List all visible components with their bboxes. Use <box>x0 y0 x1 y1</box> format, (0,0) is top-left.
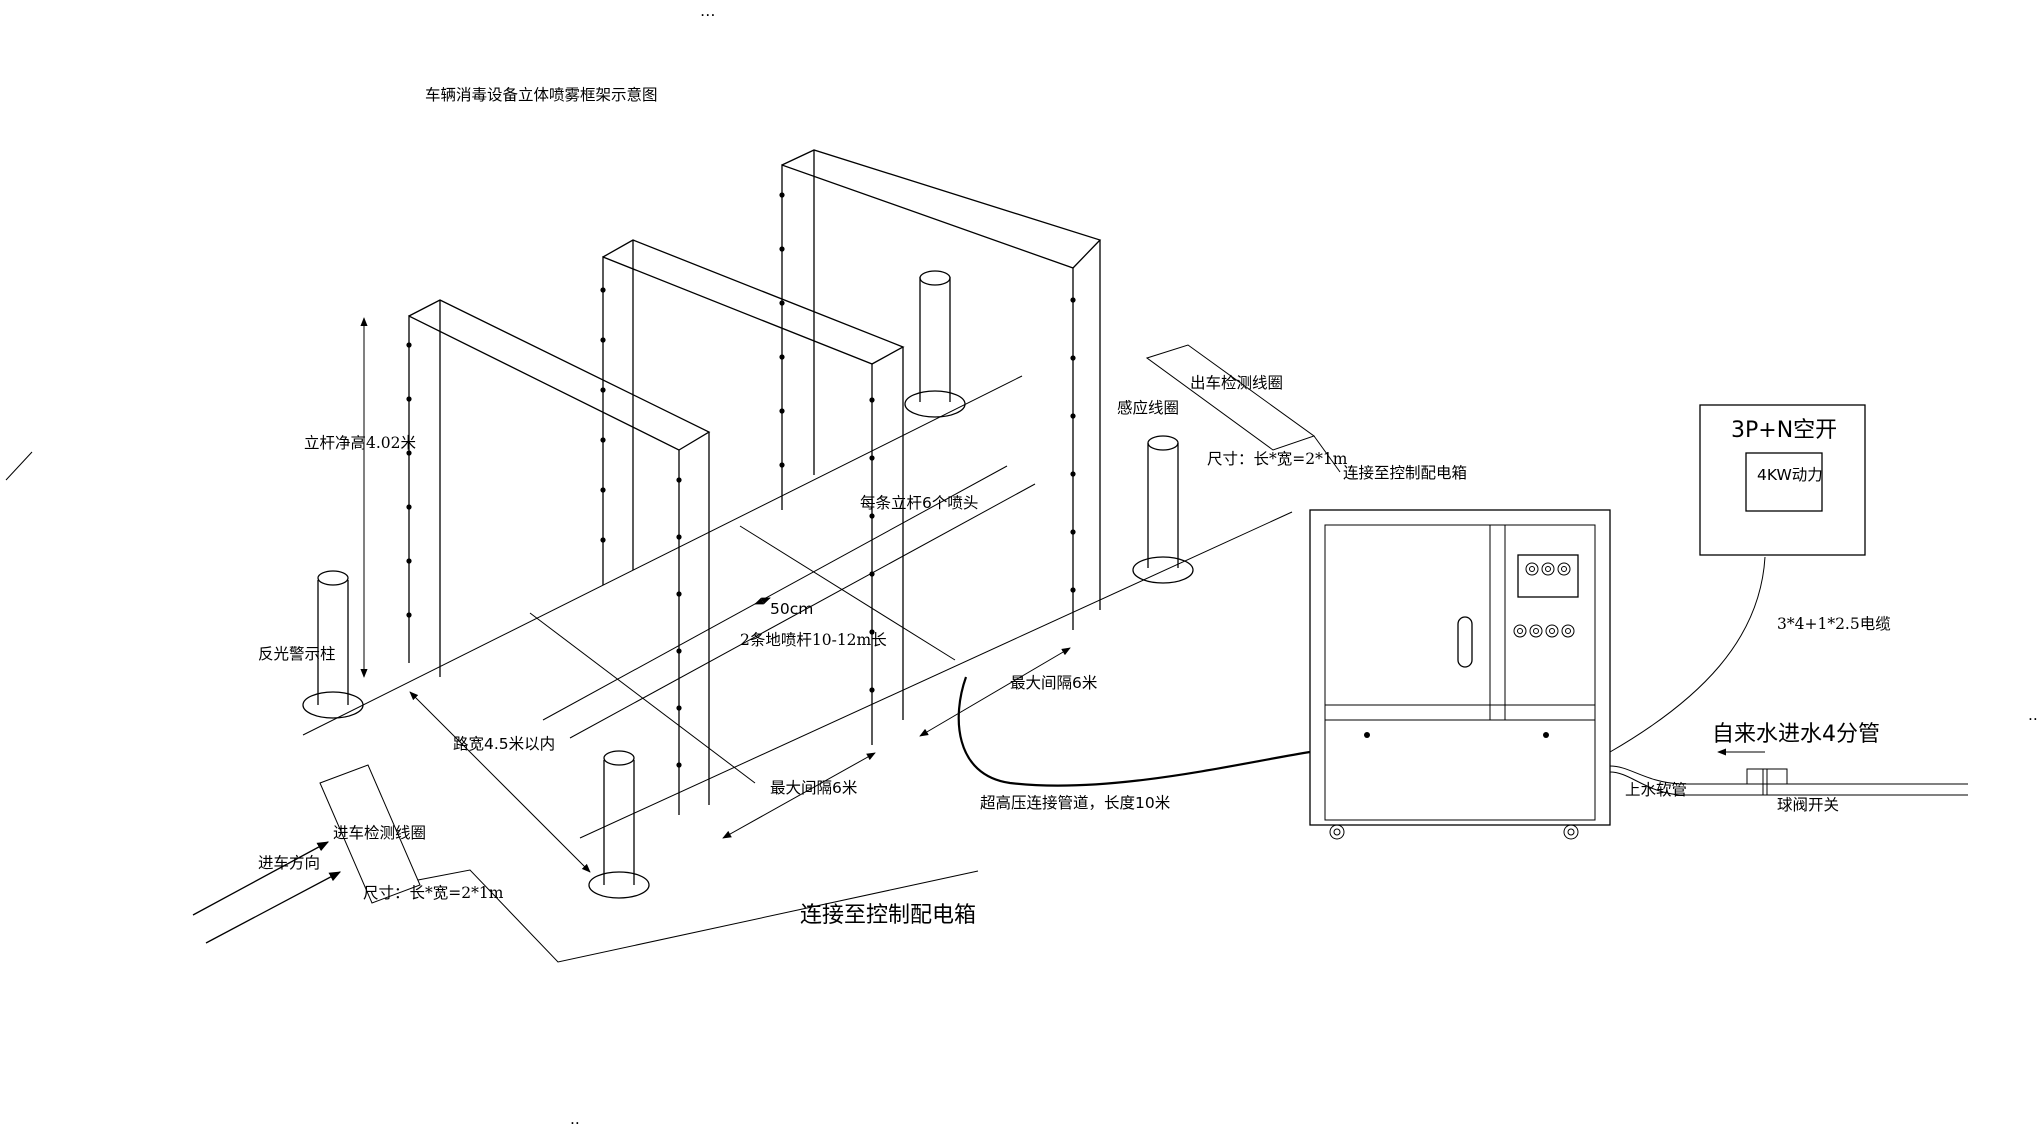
warning-post-middle <box>904 270 966 418</box>
pole-height-label: 立杆净高4.02米 <box>304 434 416 452</box>
entry-coil-cable <box>417 869 979 963</box>
spacing-dimension <box>754 597 771 605</box>
nozzle-dot <box>869 687 875 693</box>
road-width-dimension <box>409 691 591 873</box>
control-box-connection-label-right: 连接至控制配电箱 <box>1343 464 1467 482</box>
nozzle-dot <box>676 591 682 597</box>
spray-frame-2 <box>602 239 905 745</box>
cabinet-wheels <box>1329 824 1579 840</box>
control-box-connection-label-bottom: 连接至控制配电箱 <box>800 903 976 928</box>
nozzle-dot <box>406 396 412 402</box>
exit-coil <box>1145 344 1316 451</box>
exit-coil-label: 出车检测线圈 <box>1190 374 1283 392</box>
nozzle-dot <box>869 629 875 635</box>
entry-coil <box>319 764 421 904</box>
entry-coil-label: 进车检测线圈 <box>333 824 426 842</box>
nozzle-dot <box>869 513 875 519</box>
breaker-label: 3P+N空开 <box>1731 418 1837 443</box>
max-gap-dimension-1 <box>722 752 876 839</box>
power-label: 4KW动力 <box>1757 466 1823 484</box>
dots-top: … <box>700 2 716 20</box>
nozzle-dot <box>1070 587 1076 593</box>
nozzle-dot <box>406 504 412 510</box>
gauge-row <box>1525 562 1571 576</box>
nozzle-dot <box>676 534 682 540</box>
nozzle-dot <box>779 300 785 306</box>
ground-bars-label: 2条地喷杆10-12m长 <box>740 631 887 649</box>
dots-right: .. <box>2028 706 2038 724</box>
control-cabinet <box>1309 509 1611 840</box>
spray-nozzles <box>406 192 1076 768</box>
nozzle-dot <box>676 762 682 768</box>
diagram-title: 车辆消毒设备立体喷雾框架示意图 <box>425 85 658 104</box>
entry-coil-size-label: 尺寸：长*宽=2*1m <box>363 884 504 902</box>
cable-label: 3*4+1*2.5电缆 <box>1777 615 1891 633</box>
nozzle-dot <box>869 397 875 403</box>
water-inlet-label: 自来水进水4分管 <box>1712 722 1880 747</box>
warning-post-right <box>1132 435 1194 584</box>
cabinet-gauge-panel <box>1517 554 1579 598</box>
nozzles-per-pole-label: 每条立杆6个喷头 <box>860 494 978 512</box>
nozzle-dot <box>1070 297 1076 303</box>
switch-row <box>1513 624 1575 638</box>
breaker-box <box>1699 404 1866 556</box>
dots-bottom: .. <box>570 1110 580 1125</box>
nozzle-dot <box>779 246 785 252</box>
nozzle-dot <box>600 487 606 493</box>
max-gap-label-1: 最大间隔6米 <box>770 779 857 797</box>
nozzle-dot <box>600 387 606 393</box>
nozzle-dot <box>406 450 412 456</box>
entry-direction-arrows <box>192 841 342 944</box>
hose-label: 上水软管 <box>1625 781 1687 799</box>
nozzle-dot <box>1070 529 1076 535</box>
nozzle-dot <box>779 192 785 198</box>
nozzle-dot <box>600 287 606 293</box>
exit-coil-cable <box>1313 435 1341 473</box>
nozzle-dot <box>676 477 682 483</box>
nozzle-dot <box>1070 471 1076 477</box>
nozzle-dot <box>600 437 606 443</box>
nozzle-dot <box>406 612 412 618</box>
nozzle-dot <box>779 354 785 360</box>
nozzle-dot <box>1070 355 1076 361</box>
nozzle-dot <box>600 337 606 343</box>
nozzle-dot <box>676 705 682 711</box>
exit-coil-size-label: 尺寸：长*宽=2*1m <box>1207 450 1348 468</box>
nozzle-dot <box>676 648 682 654</box>
warning-post-label: 反光警示柱 <box>258 645 336 663</box>
warning-post-left <box>302 570 364 719</box>
high-pressure-pipe-label: 超高压连接管道，长度10米 <box>980 794 1170 812</box>
nozzle-dot <box>600 537 606 543</box>
cabinet-door-handle[interactable] <box>1457 616 1473 668</box>
stray-line <box>5 451 33 481</box>
nozzle-dot <box>406 558 412 564</box>
ground-spray-bars <box>542 465 1036 739</box>
power-cable <box>1609 556 1766 753</box>
sensor-coil-label: 感应线圈 <box>1117 398 1179 417</box>
entry-direction-label: 进车方向 <box>258 854 320 872</box>
spacing-label: 50cm <box>770 600 813 618</box>
nozzle-dot <box>869 455 875 461</box>
high-pressure-pipe <box>957 676 1311 787</box>
valve-label: 球阀开关 <box>1777 796 1839 814</box>
max-gap-dimension-2 <box>919 647 1071 737</box>
spray-frame-1 <box>408 299 711 815</box>
nozzle-dot <box>1070 413 1076 419</box>
nozzle-dot <box>779 408 785 414</box>
warning-post-front <box>588 750 650 899</box>
road-width-label: 路宽4.5米以内 <box>453 735 555 753</box>
water-inlet-pipe <box>1609 765 1968 796</box>
spray-frame-3 <box>781 149 1102 630</box>
nozzle-dot <box>779 462 785 468</box>
max-gap-label-2: 最大间隔6米 <box>1010 674 1097 692</box>
nozzle-dot <box>406 342 412 348</box>
nozzle-dot <box>869 571 875 577</box>
